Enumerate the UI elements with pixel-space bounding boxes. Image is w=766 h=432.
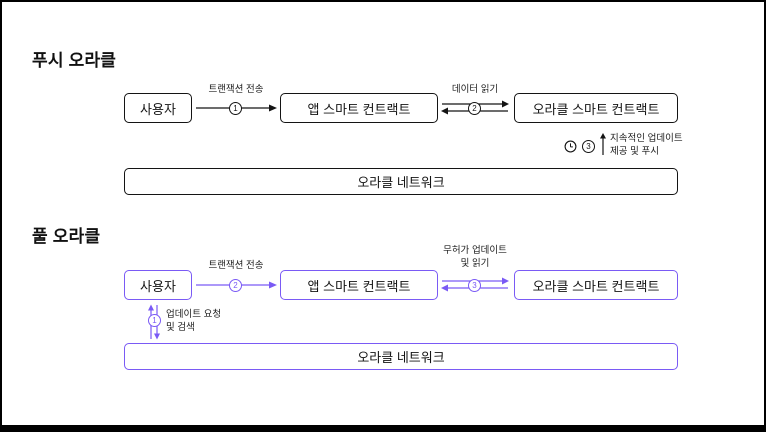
push-app-contract-node: 앱 스마트 컨트랙트 <box>280 93 438 123</box>
push-note-line2: 제공 및 푸시 <box>610 145 659 157</box>
pull-user-node-label: 사용자 <box>140 278 176 294</box>
push-note-line1: 지속적인 업데이트 <box>610 133 683 144</box>
pull-section-title: 풀 오라클 <box>32 227 101 246</box>
pull-tx-arrow-label: 트랜잭션 전송 <box>208 260 264 271</box>
push-note-up-arrow-icon <box>600 133 606 155</box>
pull-step-2-badge: 2 <box>229 279 242 292</box>
pull-oracle-contract-node: 오라클 스마트 컨트랙트 <box>514 270 678 300</box>
push-oracle-contract-node: 오라클 스마트 컨트랙트 <box>514 93 678 123</box>
pull-user-node: 사용자 <box>124 270 192 300</box>
push-oracle-network-node: 오라클 네트워크 <box>124 168 678 195</box>
push-user-node-label: 사용자 <box>140 101 176 117</box>
pull-step-3-badge: 3 <box>468 279 481 292</box>
push-oracle-contract-label: 오라클 스마트 컨트랙트 <box>532 101 660 117</box>
pull-request-line1: 업데이트 요청 <box>166 309 222 320</box>
push-read-arrow-label: 데이터 읽기 <box>451 84 499 95</box>
pull-update-line2: 및 읽기 <box>460 257 490 269</box>
push-step-2-badge: 2 <box>468 102 481 115</box>
push-step-3-badge: 3 <box>582 140 595 153</box>
pull-oracle-contract-label: 오라클 스마트 컨트랙트 <box>532 278 660 294</box>
push-note-label: 지속적인 업데이트 제공 및 푸시 <box>610 133 683 158</box>
pull-request-line2: 및 검색 <box>166 321 195 333</box>
pull-request-arrow-label: 업데이트 요청 및 검색 <box>166 309 221 334</box>
push-tx-arrow-label: 트랜잭션 전송 <box>208 84 264 95</box>
pull-oracle-network-node: 오라클 네트워크 <box>124 343 678 370</box>
pull-oracle-network-label: 오라클 네트워크 <box>357 350 445 365</box>
pull-update-arrow-label: 무허가 업데이트 및 읽기 <box>428 245 522 270</box>
pull-step-1-badge: 1 <box>148 314 161 327</box>
push-step-1-badge: 1 <box>229 102 242 115</box>
push-section-title: 푸시 오라클 <box>32 51 117 70</box>
pull-app-contract-node: 앱 스마트 컨트랙트 <box>280 270 438 300</box>
pull-app-contract-label: 앱 스마트 컨트랙트 <box>307 278 411 294</box>
clock-icon <box>564 140 577 153</box>
push-user-node: 사용자 <box>124 93 192 123</box>
pull-update-line1: 무허가 업데이트 <box>443 245 507 256</box>
push-app-contract-label: 앱 스마트 컨트랙트 <box>307 101 411 117</box>
push-oracle-network-label: 오라클 네트워크 <box>357 175 445 190</box>
